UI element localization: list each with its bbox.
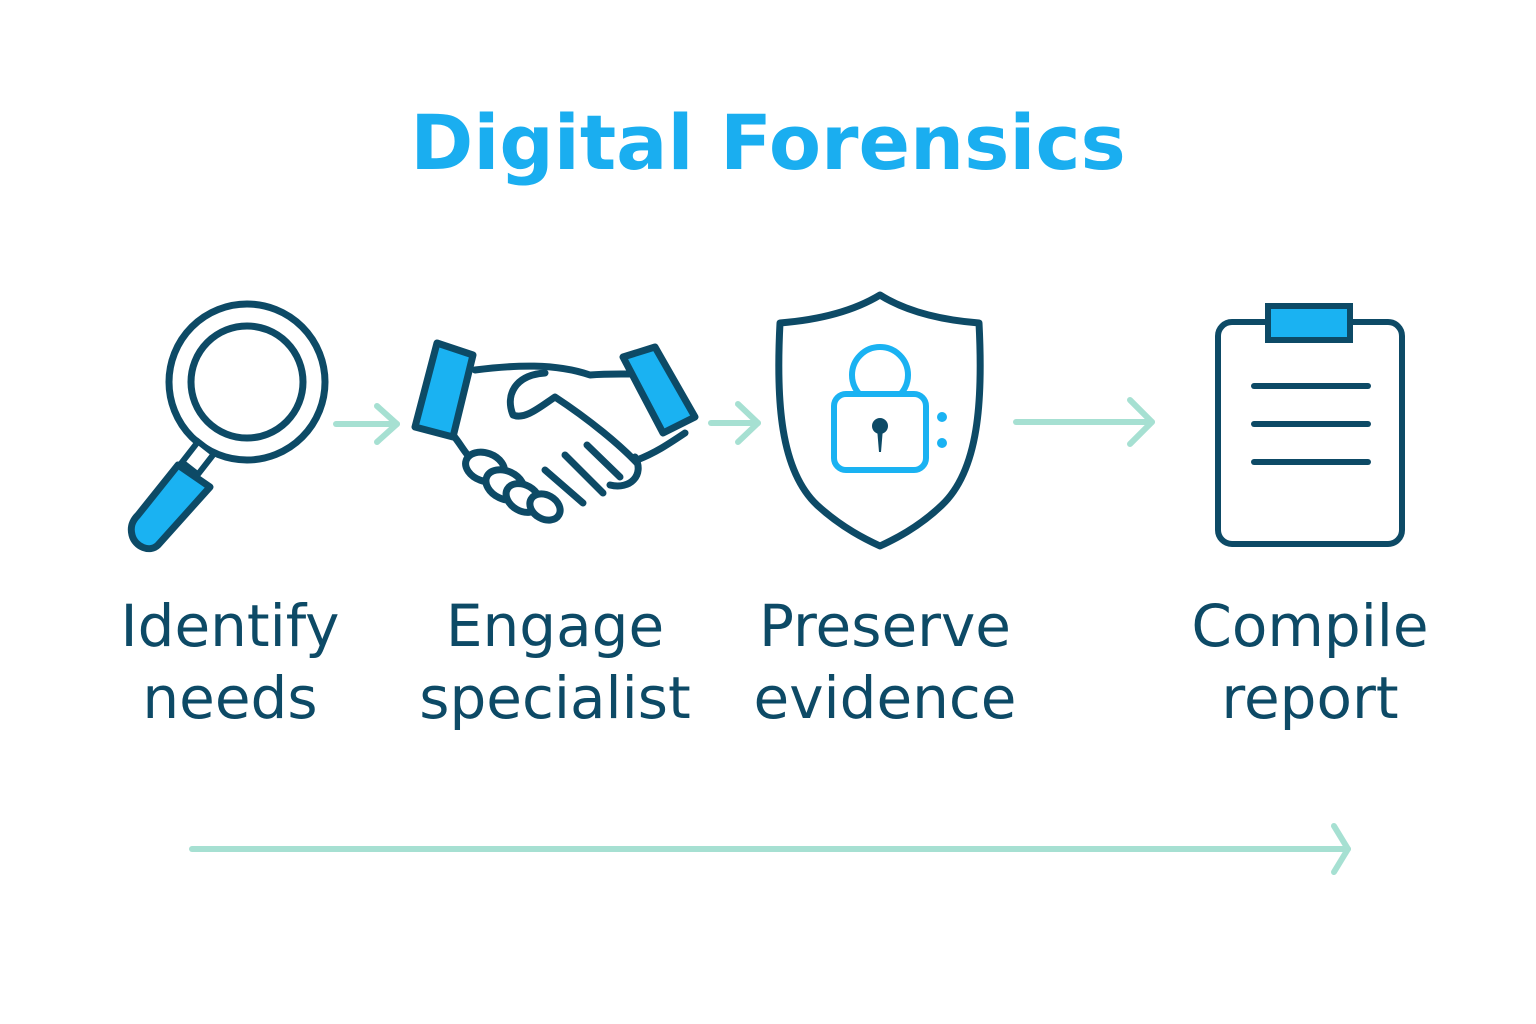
timeline-arrow-icon bbox=[189, 823, 1351, 875]
shield-lock-icon bbox=[775, 291, 984, 550]
step-label-line2: specialist bbox=[419, 664, 691, 732]
arrow-right-icon bbox=[1013, 397, 1155, 447]
step-label-line1: Identify bbox=[120, 592, 340, 660]
step-label-line1: Compile bbox=[1191, 592, 1429, 660]
arrow-right-icon bbox=[333, 403, 400, 445]
handshake-icon bbox=[411, 339, 699, 524]
step-label-line2: report bbox=[1221, 664, 1399, 732]
step-label-identify-needs: Identify needs bbox=[90, 590, 370, 734]
step-label-line2: evidence bbox=[753, 664, 1017, 732]
arrow-right-icon bbox=[708, 401, 761, 445]
magnifying-glass-icon bbox=[127, 300, 329, 553]
clipboard-icon bbox=[1215, 303, 1405, 547]
step-label-line2: needs bbox=[142, 664, 318, 732]
diagram-title: Digital Forensics bbox=[410, 98, 1126, 187]
step-label-line1: Engage bbox=[445, 592, 665, 660]
step-label-preserve-evidence: Preserve evidence bbox=[725, 590, 1045, 734]
step-label-engage-specialist: Engage specialist bbox=[395, 590, 715, 734]
step-label-compile-report: Compile report bbox=[1160, 590, 1460, 734]
step-label-line1: Preserve bbox=[759, 592, 1011, 660]
